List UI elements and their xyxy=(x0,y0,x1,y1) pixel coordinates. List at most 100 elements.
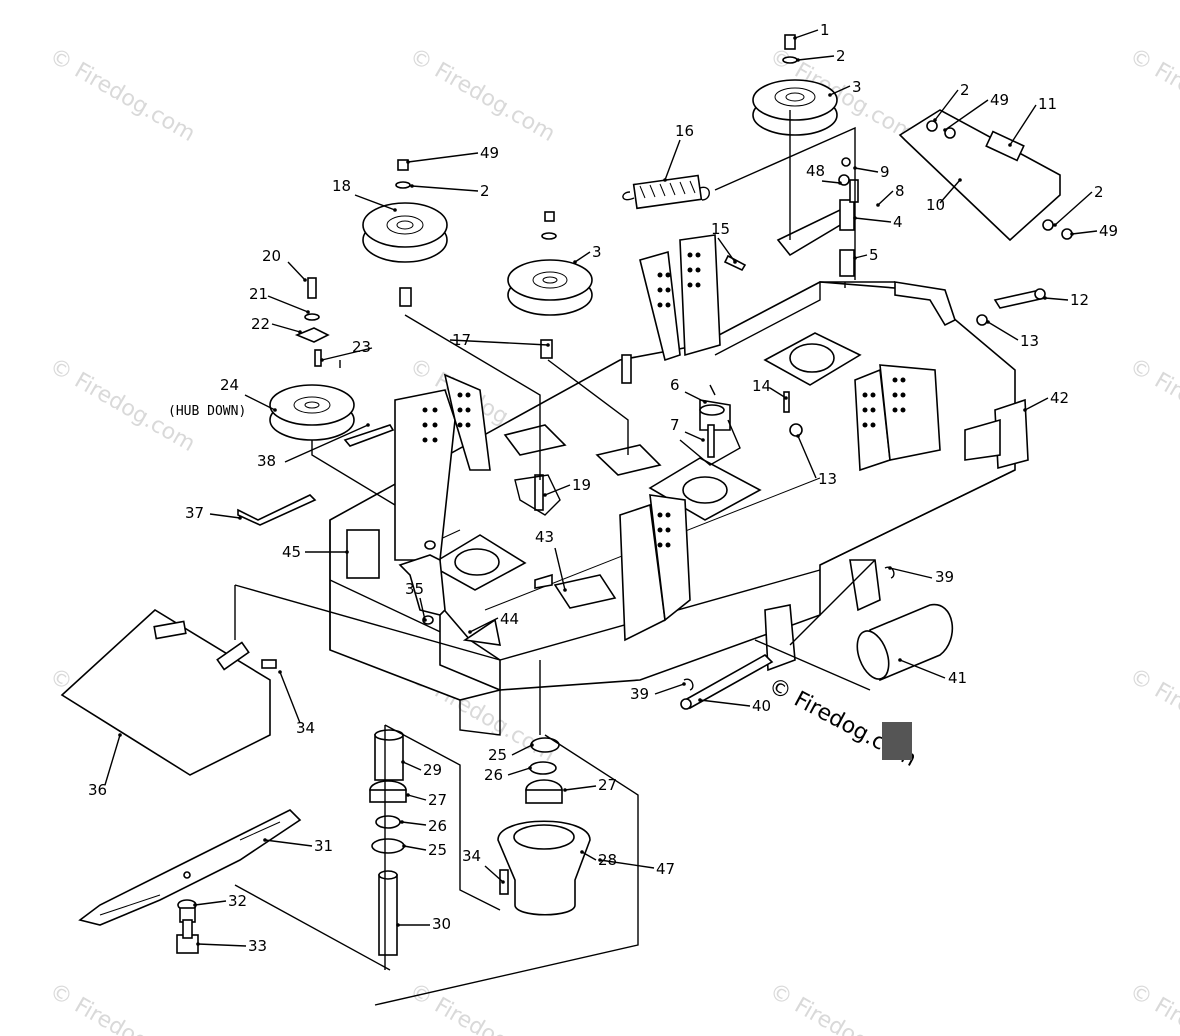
callout-label: 25 xyxy=(428,841,447,859)
callout-arrowhead xyxy=(838,181,842,185)
roller-assembly xyxy=(680,566,954,710)
callout-arrowhead xyxy=(888,566,892,570)
callout-leader xyxy=(264,839,313,847)
callout-label: 27 xyxy=(598,776,617,794)
watermark: © Firedog.com xyxy=(1125,664,1180,767)
callout-arrowhead xyxy=(530,743,534,747)
callout-leader xyxy=(899,659,946,679)
grouping-lines xyxy=(234,110,895,1006)
callout-arrowhead xyxy=(501,880,505,884)
callout-leader xyxy=(407,152,479,163)
callout-label: 18 xyxy=(332,177,351,195)
callout-arrowhead xyxy=(828,93,832,97)
callout-arrowhead xyxy=(1023,408,1027,412)
callout-label: 44 xyxy=(500,610,519,628)
callout-label: 4 xyxy=(893,213,903,231)
watermark: © Firedog.com xyxy=(765,979,919,1036)
pulley-24-hub-down xyxy=(269,384,355,441)
callout-arrowhead xyxy=(733,260,737,264)
callout-label: 35 xyxy=(405,580,424,598)
callout-label: 47 xyxy=(656,860,675,878)
callout-arrowhead xyxy=(278,670,282,674)
callout-label: 45 xyxy=(282,543,301,561)
callout-arrowhead xyxy=(396,923,400,927)
callout-leader xyxy=(401,821,427,826)
callout-leader xyxy=(484,865,504,883)
callout-label: 12 xyxy=(1070,291,1089,309)
callout-leader xyxy=(511,744,533,756)
callout-leader xyxy=(209,513,241,519)
callout-arrowhead xyxy=(1008,143,1012,147)
callout-label: 22 xyxy=(251,315,270,333)
callout-arrowhead xyxy=(853,216,857,220)
callout-leader xyxy=(797,435,817,479)
callout-leader xyxy=(507,767,531,776)
callout-arrowhead xyxy=(933,118,937,122)
callout-label: 1 xyxy=(820,21,830,39)
callout-arrowhead xyxy=(563,588,567,592)
callout-leader xyxy=(354,194,396,211)
callout-arrowhead xyxy=(400,820,404,824)
callout-leader xyxy=(403,845,427,851)
callout-arrowhead xyxy=(682,682,686,686)
callout-leader xyxy=(699,699,751,707)
callout-arrowhead xyxy=(393,208,397,212)
callout-arrowhead xyxy=(528,766,532,770)
callout-arrowhead xyxy=(263,838,267,842)
callout-arrowhead xyxy=(273,408,277,412)
callout-label: 21 xyxy=(249,285,268,303)
callout-leader xyxy=(419,597,426,621)
callout-label: 2 xyxy=(960,81,970,99)
callout-label: 3 xyxy=(592,243,602,261)
callout-arrowhead xyxy=(703,400,707,404)
watermark: © Firedog.com xyxy=(1125,979,1180,1036)
callout-leaders xyxy=(104,29,1098,947)
callout-label: 10 xyxy=(926,196,945,214)
callout-label: 43 xyxy=(535,528,554,546)
callout-label: 34 xyxy=(462,847,481,865)
callout-label: 26 xyxy=(484,766,503,784)
discharge-chute xyxy=(60,609,277,776)
callout-label: 32 xyxy=(228,892,247,910)
callout-label: 42 xyxy=(1050,389,1069,407)
callout-label: 34 xyxy=(296,719,315,737)
callout-leader xyxy=(287,261,306,281)
callout-arrowhead xyxy=(546,343,550,347)
callout-arrowhead xyxy=(366,423,370,427)
callout-leader xyxy=(889,567,933,579)
watermark: © Firedog.com xyxy=(405,44,559,147)
callout-arrowhead xyxy=(943,128,947,132)
adjustment-brackets xyxy=(394,234,941,642)
callout-leader xyxy=(654,683,685,695)
callout-label: 19 xyxy=(572,476,591,494)
callout-arrowhead xyxy=(986,320,990,324)
callout-leader xyxy=(664,139,681,181)
callout-label: 7 xyxy=(670,416,680,434)
callout-label: 24 xyxy=(220,376,239,394)
watermark: © Firedog.com xyxy=(1125,44,1180,147)
callout-labels: 1 2 3 49 11 2 48 9 8 4 10 2 49 16 15 5 1… xyxy=(88,21,1118,955)
callout-label: 5 xyxy=(869,246,879,264)
callout-leader xyxy=(194,900,227,906)
callout-arrowhead xyxy=(853,256,857,260)
watermark: © Firedog.com xyxy=(45,44,199,147)
callout-arrowhead xyxy=(345,550,349,554)
spindle-assembly xyxy=(369,729,591,956)
callout-leader xyxy=(411,185,479,192)
callout-leader xyxy=(581,851,597,861)
callout-leader xyxy=(717,237,736,263)
callout-label: 36 xyxy=(88,781,107,799)
watermark: © Firedog.com xyxy=(405,979,559,1036)
callout-label: 39 xyxy=(630,685,649,703)
callout-leader xyxy=(469,617,499,633)
callout-label: 30 xyxy=(432,915,451,933)
callout-leader xyxy=(944,99,989,131)
callout-leader xyxy=(197,943,247,947)
callout-arrowhead xyxy=(303,278,307,282)
callout-leader xyxy=(829,85,851,96)
callout-label: 49 xyxy=(1099,222,1118,240)
callout-leader xyxy=(1054,191,1093,226)
callout-leader xyxy=(794,29,819,39)
callout-leader xyxy=(599,859,655,869)
callout-label: 13 xyxy=(818,470,837,488)
